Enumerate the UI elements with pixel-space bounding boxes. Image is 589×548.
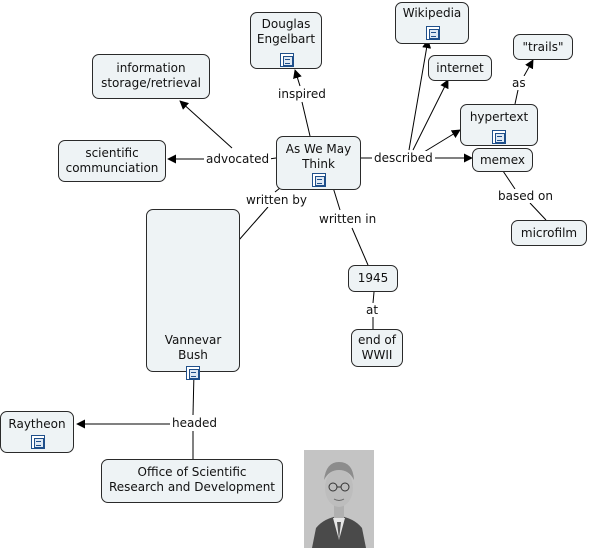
concept-label: Douglas Engelbart [256,17,316,46]
concept-label: internet [436,61,484,75]
document-icon[interactable] [426,26,440,40]
concept-as-we-may-think[interactable]: As We May Think [276,136,361,190]
concept-hypertext[interactable]: hypertext [460,104,538,146]
line-hypertext-as [514,89,519,105]
link-label-at: at [364,303,381,317]
concept-label: information storage/retrieval [101,61,201,90]
document-icon[interactable] [31,435,45,449]
concept-scientific-communication[interactable]: scientific communciation [58,140,166,182]
link-label-inspired: inspired [276,87,328,101]
concept-trails[interactable]: "trails" [513,34,573,60]
document-icon[interactable] [186,366,200,380]
concept-label: "trails" [522,40,564,54]
connection-lines [76,39,547,459]
concept-label: Wikipedia [402,6,462,20]
concept-microfilm[interactable]: microfilm [511,220,587,246]
link-label-headed: headed [170,416,219,430]
portrait-drawing [304,450,374,548]
concept-osrd[interactable]: Office of Scientific Research and Develo… [101,459,283,503]
concept-raytheon[interactable]: Raytheon [0,411,74,453]
concept-label: hypertext [469,110,529,124]
concept-label: Office of Scientific Research and Develo… [108,465,276,494]
concept-internet[interactable]: internet [428,55,492,81]
line-basedon-microfilm [529,202,547,221]
line-1945-at [372,291,375,304]
link-label-as: as [510,76,528,90]
concept-1945[interactable]: 1945 [348,265,398,292]
concept-information-storage[interactable]: information storage/retrieval [92,54,210,99]
concept-douglas-engelbart[interactable]: Douglas Engelbart [250,12,322,69]
concept-label: scientific communciation [65,146,159,175]
concept-end-of-wwii[interactable]: end of WWII [351,329,403,367]
line-described-wikipedia [408,39,432,151]
concept-label: Vannevar Bush [164,333,222,362]
line-memex-basedon [502,170,516,190]
link-label-based-on: based on [496,189,555,203]
document-icon[interactable] [280,53,294,67]
link-label-written-by: written by [244,193,310,207]
line-aswe-inspired [301,101,311,137]
concept-label: 1945 [357,271,389,285]
link-label-advocated: advocated [204,152,272,166]
concept-label: As We May Think [285,142,352,171]
document-icon[interactable] [492,130,506,144]
link-label-written-in: written in [317,212,379,226]
line-inspired-douglas [293,69,302,87]
concept-memex[interactable]: memex [472,148,533,172]
line-writtenby-vannevar [238,206,269,241]
line-described-hypertext [423,129,461,153]
document-icon[interactable] [312,173,326,187]
line-advocated-info [179,100,233,149]
line-as-trails [523,59,534,77]
concept-label: memex [479,153,526,167]
link-label-described: described [372,151,435,165]
concept-label: Raytheon [8,417,66,431]
concept-label: microfilm [520,226,578,240]
concept-label: end of WWII [358,333,396,362]
vannevar-bush-photo [304,450,374,548]
line-writtenin-1945 [351,227,369,266]
concept-vannevar-bush[interactable]: Vannevar Bush [146,209,374,548]
line-described-internet [412,79,449,151]
concept-wikipedia[interactable]: Wikipedia [395,2,469,44]
